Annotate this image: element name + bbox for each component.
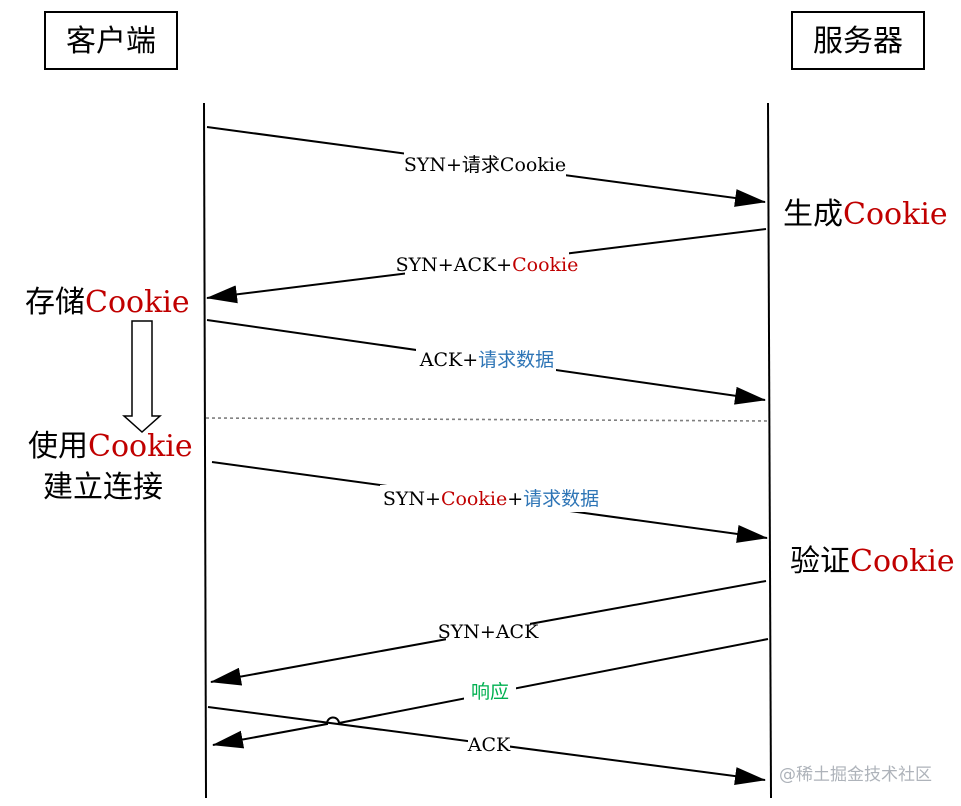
note-generate-cookie: 生成Cookie xyxy=(783,197,948,232)
note-verify-cookie: 验证Cookie xyxy=(790,544,955,579)
message-label-6: 响应 xyxy=(471,681,509,703)
message-label-bg-4 xyxy=(380,485,602,512)
client-lifeline xyxy=(203,102,207,799)
note-use-cookie: 使用Cookie xyxy=(28,429,193,464)
message-label-bg-5 xyxy=(446,620,530,645)
watermark-text: @稀土掘金技术社区 xyxy=(779,765,932,785)
hollow-down-arrow-icon xyxy=(122,320,162,434)
message-label-3: ACK+请求数据 xyxy=(419,349,554,371)
client-header-label: 客户端 xyxy=(66,24,156,59)
server-lifeline xyxy=(767,102,772,799)
client-header: 客户端 xyxy=(44,11,178,70)
message-label-1: SYN+请求Cookie xyxy=(404,154,566,176)
message-label-bg-3 xyxy=(416,346,556,373)
message-label-bg-6 xyxy=(464,680,516,705)
note-store-cookie: 存储Cookie xyxy=(25,285,190,320)
message-label-bg-1 xyxy=(404,152,566,178)
phase-divider xyxy=(205,417,769,422)
message-label-2: SYN+ACK+Cookie xyxy=(396,254,579,276)
message-label-7: ACK xyxy=(467,734,511,756)
server-header-label: 服务器 xyxy=(813,24,903,59)
note-establish-connection: 建立连接 xyxy=(43,470,163,505)
message-label-bg-2 xyxy=(405,252,569,278)
message-label-bg-7 xyxy=(468,733,510,757)
message-label-5: SYN+ACK xyxy=(438,621,539,643)
server-header: 服务器 xyxy=(791,11,925,70)
message-label-4: SYN+Cookie+请求数据 xyxy=(383,488,599,510)
